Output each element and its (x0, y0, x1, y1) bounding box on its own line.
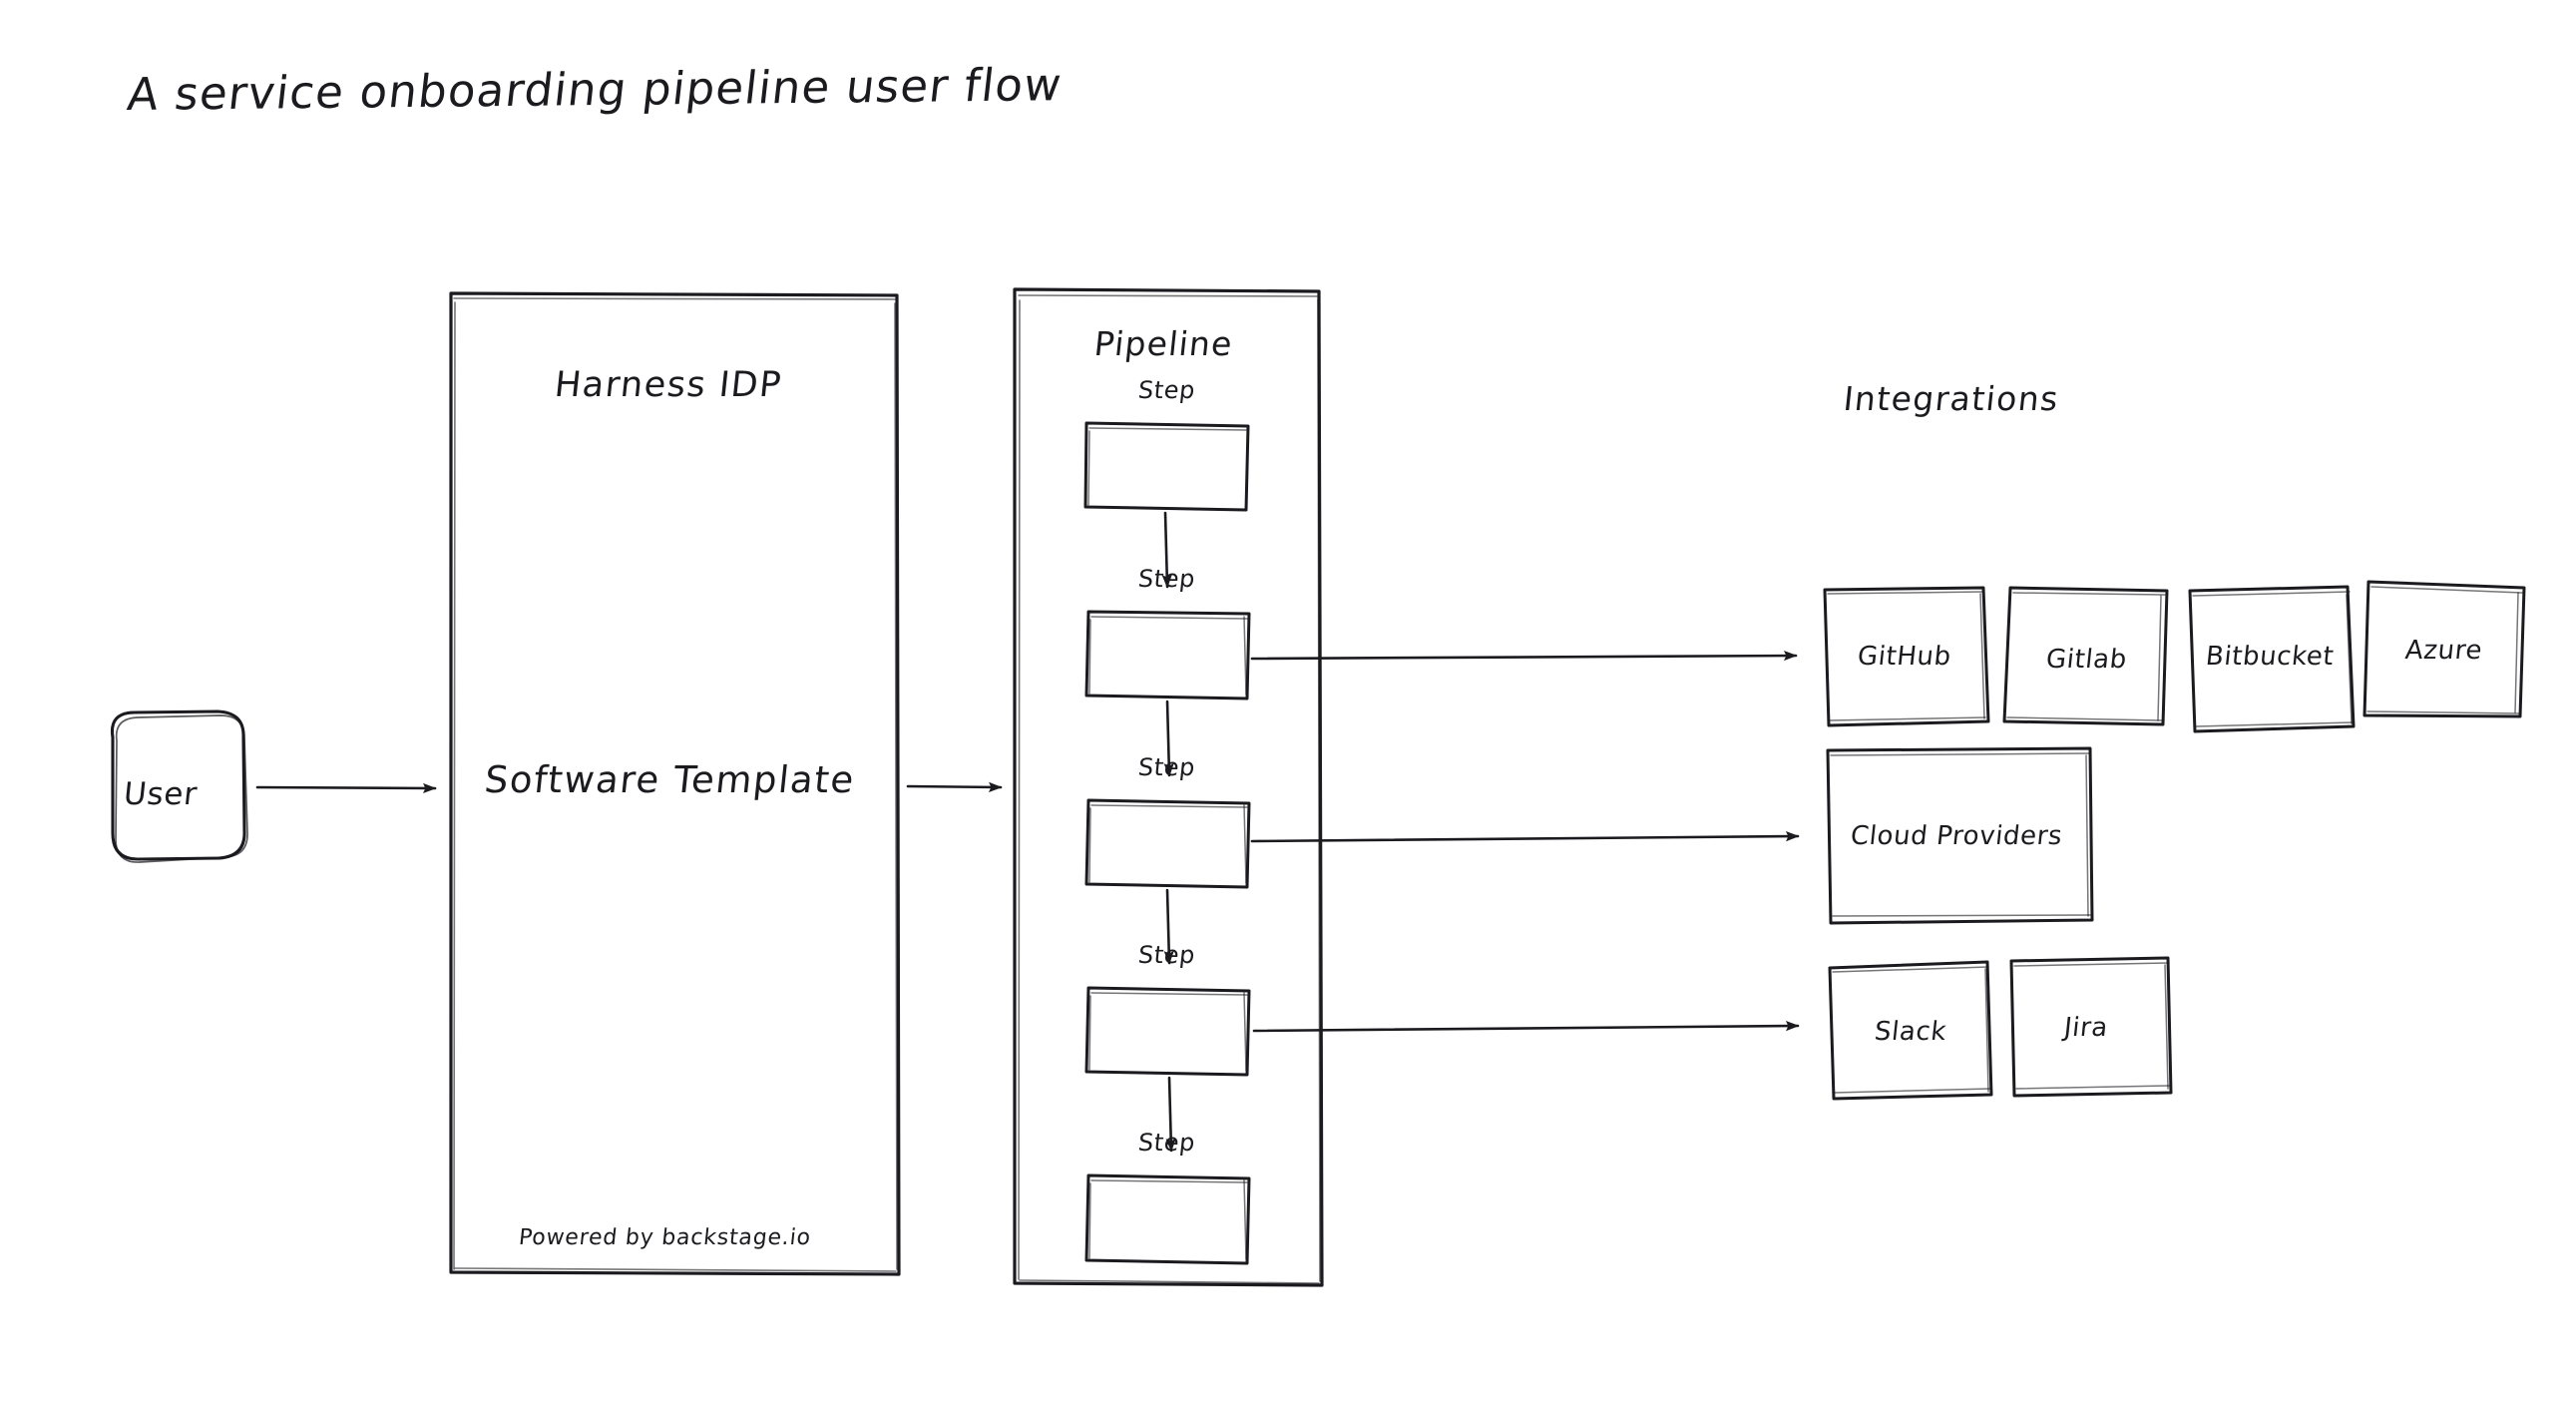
integration-box-bitbucket-shape (2188, 585, 2356, 733)
step-box-4-shape (1084, 986, 1251, 1077)
connector-step3-to-cloud-providers (1250, 831, 1800, 843)
harness-idp-container-shape (449, 291, 901, 1276)
step-box-1-shape (1083, 421, 1250, 512)
connector-step3-to-step4 (1163, 888, 1174, 965)
user-box-shape (110, 709, 248, 863)
step-box-5-shape (1084, 1173, 1251, 1265)
connector-step2-to-step3 (1163, 700, 1174, 777)
connector-harness-to-pipeline (906, 781, 1003, 792)
integration-box-slack-shape (1828, 960, 1993, 1101)
integration-box-github-shape (1823, 586, 1990, 727)
connector-step4-to-chat (1252, 1021, 1800, 1033)
step-box-3-shape (1084, 798, 1251, 889)
connector-step1-to-step2 (1161, 511, 1172, 589)
step-box-2-shape (1084, 610, 1251, 700)
connector-step2-to-scm (1250, 650, 1798, 662)
integration-box-azure-shape (2362, 580, 2526, 718)
integration-box-gitlab-shape (2002, 586, 2169, 726)
pipeline-container-shape (1013, 287, 1324, 1287)
connector-step4-to-step5 (1165, 1076, 1176, 1153)
connector-user-to-harness (255, 782, 437, 794)
integration-box-cloud-providers-shape (1826, 746, 2094, 925)
integration-box-jira-shape (2009, 956, 2173, 1098)
